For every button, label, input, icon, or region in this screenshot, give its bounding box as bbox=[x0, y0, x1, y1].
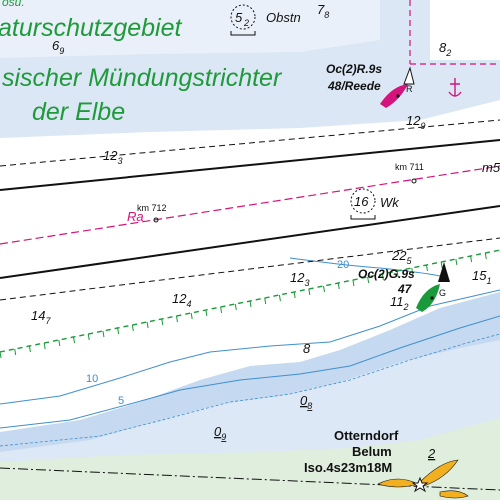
lighthouse-name-line1: Otterndorf bbox=[334, 428, 399, 443]
channel-tick bbox=[220, 306, 223, 314]
obstruction-depth-sub: 2 bbox=[243, 18, 249, 28]
contour-line-5 bbox=[0, 315, 500, 429]
sounding: 8 bbox=[303, 341, 311, 356]
buoy-north bbox=[380, 66, 415, 108]
anchor-symbol bbox=[448, 78, 462, 97]
channel-tick bbox=[146, 321, 149, 329]
obstruction-label: Obstn bbox=[266, 10, 301, 25]
channel-tick bbox=[0, 351, 2, 359]
channel-tick bbox=[73, 336, 76, 344]
channel-tick bbox=[234, 303, 237, 311]
sounding: 08 bbox=[300, 393, 312, 411]
sounding: 78 bbox=[317, 2, 329, 20]
channel-tick bbox=[381, 273, 384, 281]
km-712-label: km 712 bbox=[137, 203, 167, 213]
channel-tick bbox=[190, 312, 193, 320]
channel-tick bbox=[102, 330, 105, 338]
estuary-name-line1: sischer Mündungstrichter bbox=[2, 64, 283, 92]
channel-tick bbox=[161, 318, 164, 326]
wreck-label: Wk bbox=[380, 195, 400, 210]
channel-tick bbox=[175, 315, 178, 323]
channel-tick bbox=[323, 285, 326, 293]
channel-tick bbox=[58, 339, 61, 347]
channel-tick bbox=[131, 324, 134, 332]
sounding: 147 bbox=[31, 308, 51, 326]
right-edge-label: m5 bbox=[482, 160, 500, 175]
buoy-south-letter: G bbox=[439, 288, 446, 298]
lighthouse-light: Iso.4s23m18M bbox=[304, 460, 392, 475]
channel-tick bbox=[249, 300, 252, 308]
contour-line-20 bbox=[289, 257, 441, 277]
top-cut-text: osu. bbox=[2, 0, 25, 9]
sounding: 123 bbox=[290, 270, 309, 288]
lighthouse-sector-number: 2 bbox=[427, 446, 436, 461]
buoy-north-letter: R bbox=[406, 84, 413, 94]
contour-line-10 bbox=[0, 289, 500, 405]
channel-tick bbox=[43, 342, 46, 350]
channel-tick bbox=[396, 270, 399, 278]
contour-label-10: 10 bbox=[86, 373, 98, 385]
channel-tick bbox=[337, 282, 340, 290]
fairway-south-boundary bbox=[0, 205, 500, 279]
channel-tick bbox=[293, 291, 296, 299]
km-711-point bbox=[411, 178, 417, 184]
sounding: 151 bbox=[472, 268, 491, 286]
lighthouse-light-flares bbox=[377, 459, 469, 499]
channel-tick bbox=[87, 333, 90, 341]
channel-tick bbox=[278, 294, 281, 302]
channel-tick bbox=[455, 258, 458, 266]
soundings: 78 69 82 129 123 225 123 151 124 112 147… bbox=[31, 2, 491, 442]
lighthouse-star-icon bbox=[411, 476, 429, 493]
channel-tick bbox=[425, 264, 428, 272]
sounding: 124 bbox=[172, 291, 191, 309]
buoy-north-light: Oc(2)R.9s bbox=[326, 62, 382, 76]
range-line-label: Ra bbox=[127, 209, 144, 224]
lighthouse-name-line2: Belum bbox=[352, 444, 392, 459]
channel-tick bbox=[440, 261, 443, 269]
wreck-depth: 16 bbox=[354, 194, 369, 209]
channel-tick bbox=[470, 255, 473, 263]
contour-label-5: 5 bbox=[118, 395, 124, 407]
southern-land bbox=[0, 418, 500, 500]
buoy-south-light: Oc(2)G.9s bbox=[358, 267, 415, 281]
km-712-point bbox=[153, 217, 159, 223]
sounding: 129 bbox=[406, 113, 425, 131]
buoy-south bbox=[416, 262, 450, 312]
channel-tick bbox=[205, 309, 208, 317]
channel-tick bbox=[264, 297, 267, 305]
fairway-north-boundary bbox=[0, 139, 500, 191]
channel-tick bbox=[28, 345, 31, 353]
buoyed-channel-ticks bbox=[0, 250, 500, 359]
sounding: 123 bbox=[103, 148, 122, 166]
channel-tick bbox=[367, 276, 370, 284]
channel-tick bbox=[14, 348, 17, 356]
obstruction-marker: 5 2 bbox=[230, 4, 256, 36]
contour-label-20: 20 bbox=[337, 259, 349, 271]
estuary-name-line2: der Elbe bbox=[32, 98, 125, 126]
obstruction-depth: 5 bbox=[235, 10, 243, 25]
northern-intertidal bbox=[0, 0, 380, 58]
channel-tick bbox=[308, 288, 311, 296]
recommended-track-north bbox=[0, 119, 500, 167]
recommended-track-south bbox=[0, 237, 500, 301]
contour-line-0 bbox=[0, 333, 500, 447]
nature-reserve-name: aturschutzgebiet bbox=[0, 14, 183, 42]
channel-tick bbox=[117, 327, 120, 335]
sounding: 09 bbox=[214, 424, 226, 442]
wreck-marker: 16 bbox=[350, 188, 376, 220]
km-711-label: km 711 bbox=[395, 162, 424, 172]
buoy-north-name: 48/Reede bbox=[327, 79, 381, 93]
sounding: 112 bbox=[390, 294, 409, 312]
sounding: 82 bbox=[439, 40, 451, 58]
channel-tick bbox=[484, 252, 487, 260]
buoy-south-name: 47 bbox=[397, 282, 413, 296]
channel-tick bbox=[411, 267, 414, 275]
sounding: 225 bbox=[391, 248, 412, 266]
sounding: 69 bbox=[52, 38, 64, 56]
range-line bbox=[0, 165, 500, 245]
channel-tick bbox=[352, 279, 355, 287]
